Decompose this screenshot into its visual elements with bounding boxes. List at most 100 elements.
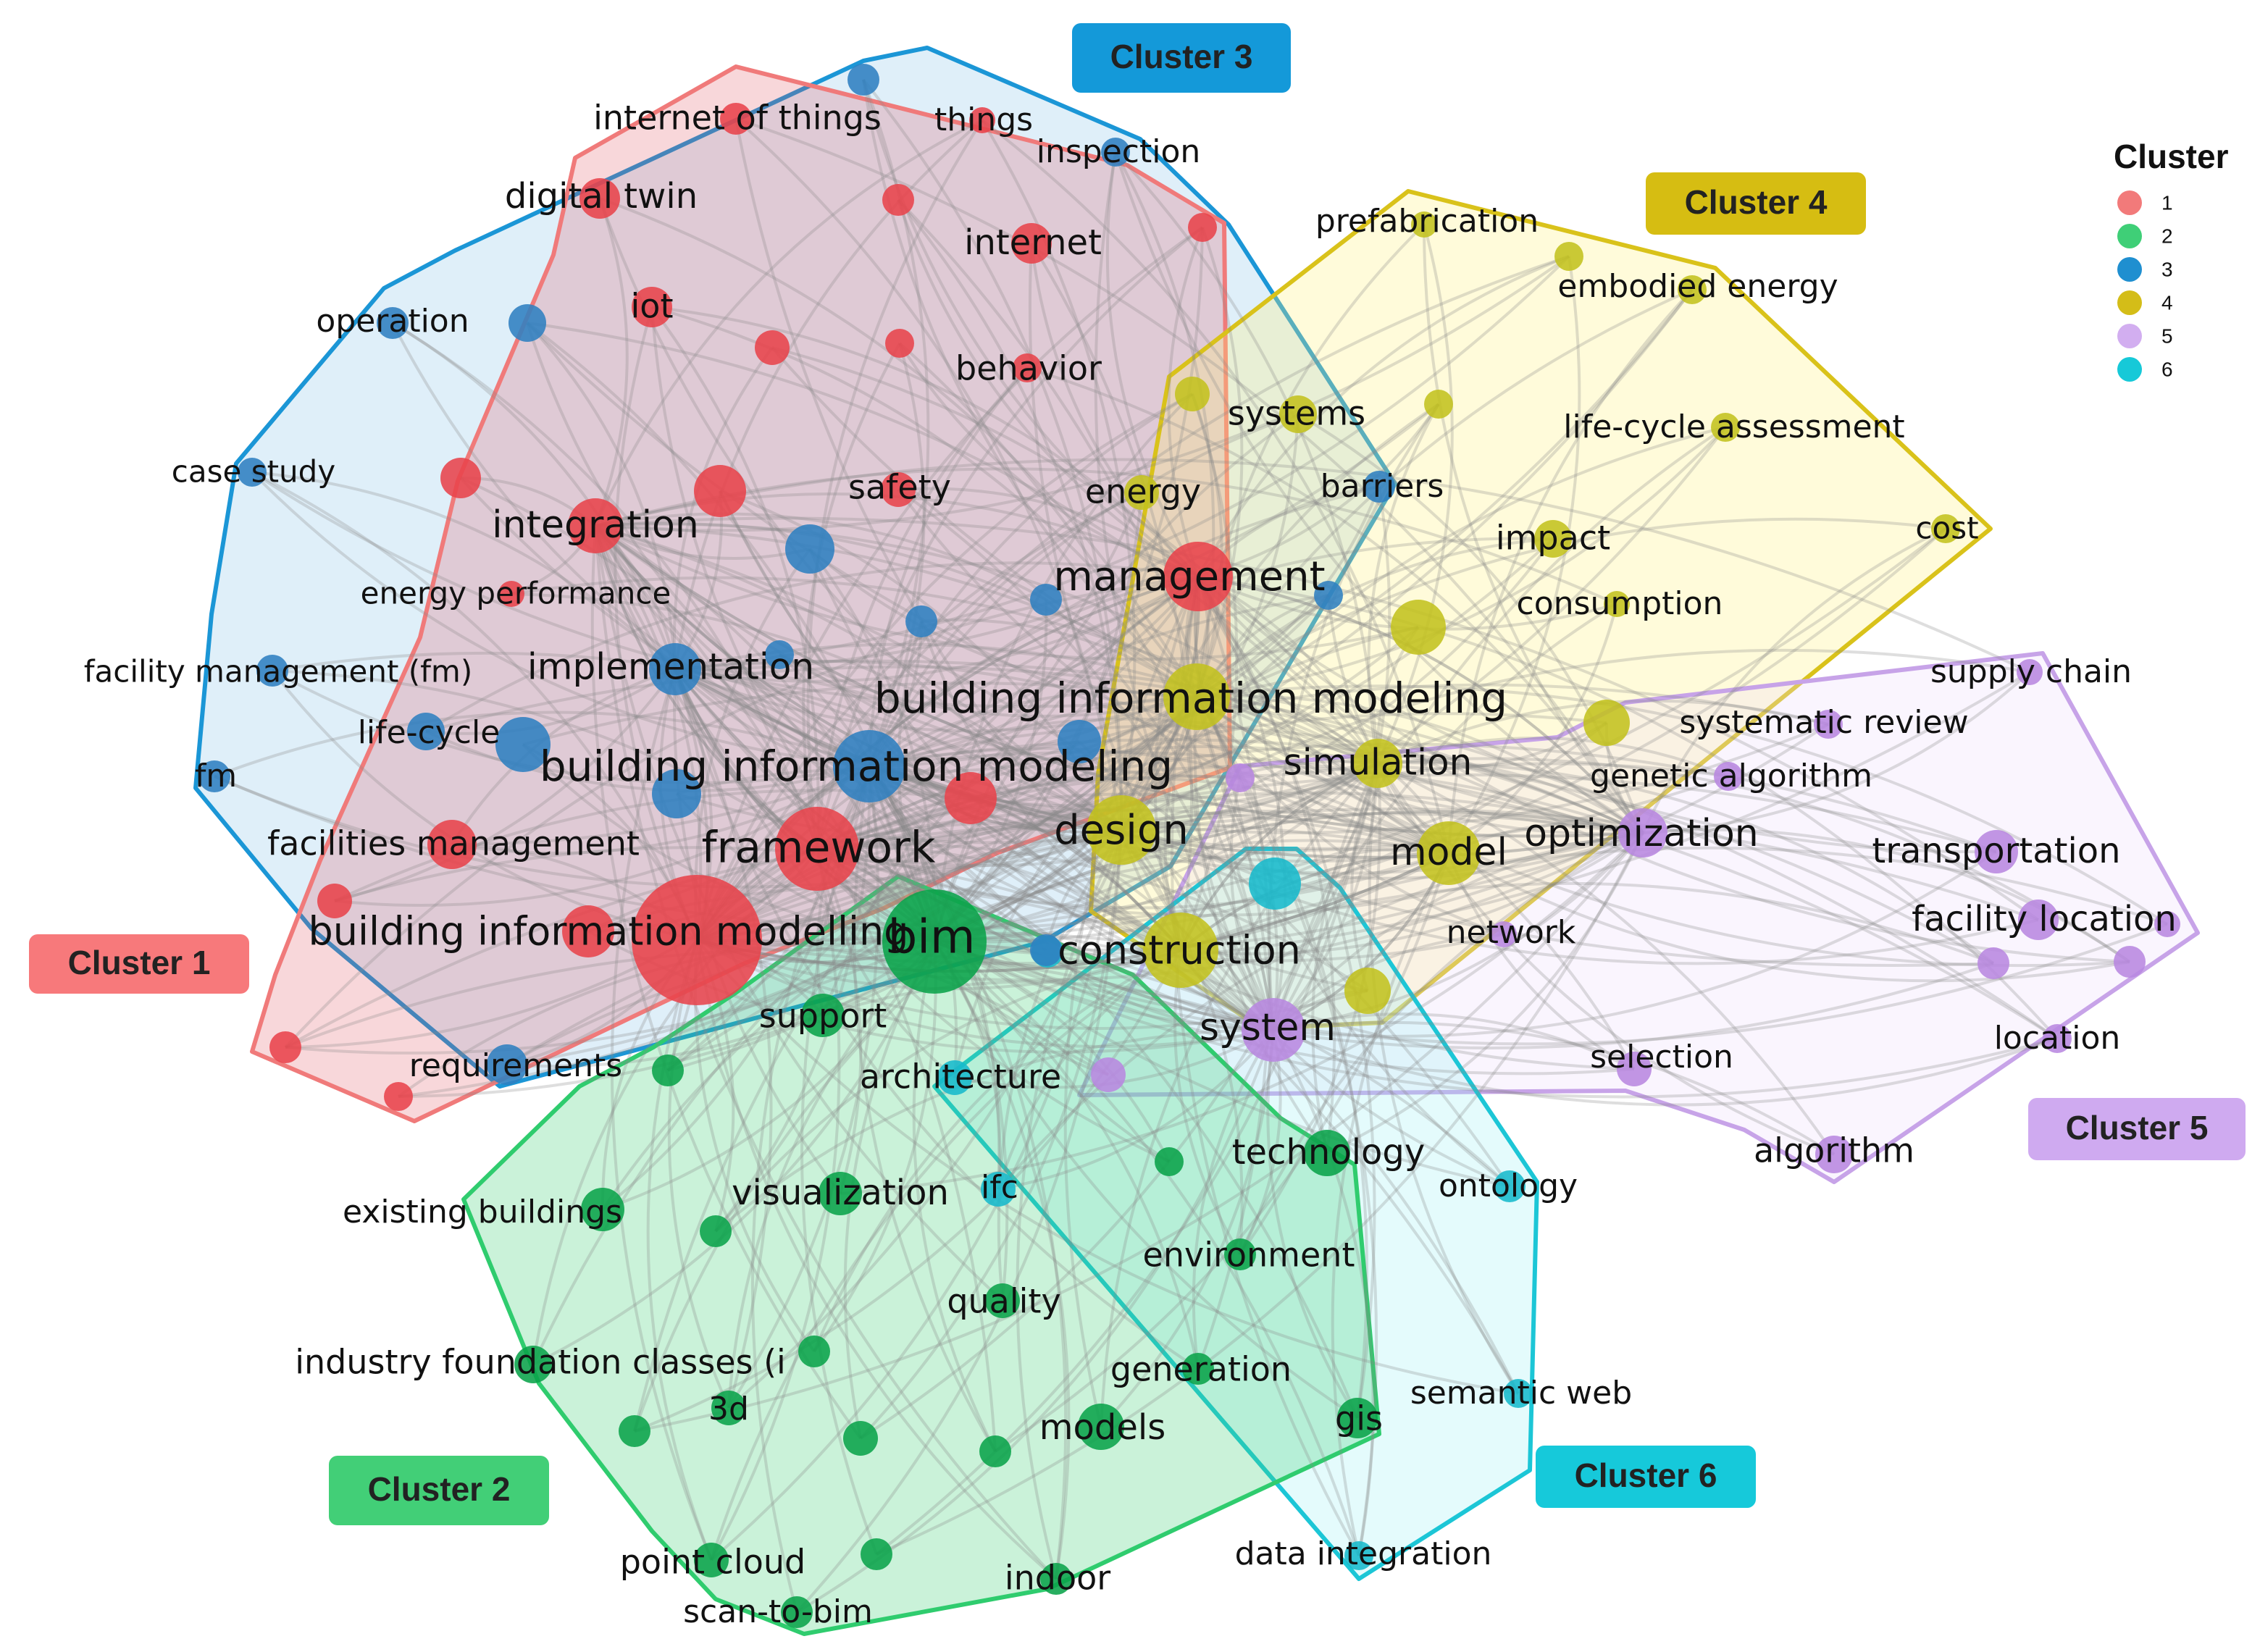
node-generation-cluster-2[interactable] bbox=[1182, 1353, 1214, 1385]
node-cost-cluster-4[interactable] bbox=[1931, 514, 1960, 543]
node-requirements-cluster-3[interactable] bbox=[487, 1044, 527, 1085]
node-unlabeled-cluster-5[interactable] bbox=[1091, 1057, 1126, 1092]
node-unlabeled-cluster-1[interactable] bbox=[562, 905, 614, 957]
node-energy-cluster-4[interactable] bbox=[1124, 475, 1159, 510]
node-internet-of-things-cluster-1[interactable] bbox=[720, 103, 752, 135]
node-safety-cluster-1[interactable] bbox=[881, 472, 916, 507]
node-facility-management-fm-cluster-3[interactable] bbox=[256, 655, 288, 687]
node-impact-cluster-4[interactable] bbox=[1534, 520, 1572, 558]
node-algorithm-cluster-5[interactable] bbox=[1815, 1136, 1853, 1173]
node-simulation-cluster-4[interactable] bbox=[1353, 739, 1402, 788]
node-facility-location-cluster-5[interactable] bbox=[2018, 900, 2059, 940]
node-unlabeled-cluster-1[interactable] bbox=[317, 884, 352, 918]
node-unlabeled-cluster-1[interactable] bbox=[1188, 213, 1217, 242]
node-unlabeled-cluster-4[interactable] bbox=[1391, 600, 1446, 655]
node-optimization-cluster-5[interactable] bbox=[1618, 808, 1667, 858]
node-supply-chain-cluster-5[interactable] bbox=[2017, 659, 2043, 685]
node-unlabeled-cluster-4[interactable] bbox=[1424, 390, 1453, 419]
node-unlabeled-cluster-2[interactable] bbox=[861, 1538, 892, 1570]
node-scan-to-bim-cluster-2[interactable] bbox=[781, 1596, 813, 1628]
node-ifc-cluster-6[interactable] bbox=[981, 1172, 1016, 1207]
node-unlabeled-cluster-5[interactable] bbox=[2114, 946, 2146, 978]
node-indoor-cluster-2[interactable] bbox=[1040, 1563, 1072, 1595]
node-unlabeled-cluster-1[interactable] bbox=[384, 1082, 413, 1111]
node-design-cluster-4[interactable] bbox=[1087, 795, 1156, 865]
node-things-cluster-1[interactable] bbox=[969, 107, 995, 133]
node-building-information-modeling-cluster-3[interactable] bbox=[833, 730, 905, 802]
node-life-cycle-cluster-3[interactable] bbox=[407, 713, 445, 750]
node-management-cluster-1[interactable] bbox=[1163, 542, 1233, 611]
node-framework-cluster-1[interactable] bbox=[775, 807, 859, 891]
node-implementation-cluster-3[interactable] bbox=[649, 643, 701, 695]
node-unlabeled-cluster-3[interactable] bbox=[1030, 934, 1062, 966]
node-unlabeled-cluster-1[interactable] bbox=[882, 184, 914, 216]
node-internet-cluster-1[interactable] bbox=[1011, 223, 1052, 264]
node-data-integration-cluster-6[interactable] bbox=[1344, 1541, 1373, 1570]
node-support-cluster-2[interactable] bbox=[801, 994, 845, 1037]
node-embodied-energy-cluster-4[interactable] bbox=[1678, 275, 1707, 304]
node-network-cluster-5[interactable] bbox=[1491, 921, 1517, 947]
node-model-cluster-4[interactable] bbox=[1417, 821, 1481, 885]
node-unlabeled-cluster-4[interactable] bbox=[1583, 700, 1630, 746]
node-3d-cluster-2[interactable] bbox=[711, 1391, 746, 1425]
node-ontology-cluster-6[interactable] bbox=[1494, 1170, 1526, 1202]
node-fm-cluster-3[interactable] bbox=[198, 760, 230, 792]
node-unlabeled-cluster-3[interactable] bbox=[765, 640, 794, 669]
node-technology-cluster-2[interactable] bbox=[1304, 1130, 1350, 1176]
node-bim-cluster-2[interactable] bbox=[882, 889, 987, 994]
node-environment-cluster-2[interactable] bbox=[1224, 1238, 1256, 1270]
node-unlabeled-cluster-1[interactable] bbox=[885, 329, 914, 358]
node-unlabeled-cluster-2[interactable] bbox=[700, 1215, 732, 1247]
node-unlabeled-cluster-6[interactable] bbox=[1249, 858, 1301, 910]
node-transportation-cluster-5[interactable] bbox=[1975, 830, 2018, 873]
node-unlabeled-cluster-2[interactable] bbox=[619, 1415, 650, 1447]
node-facilities-management-cluster-1[interactable] bbox=[427, 820, 477, 869]
node-unlabeled-cluster-5[interactable] bbox=[1978, 947, 2009, 979]
node-unlabeled-cluster-3[interactable] bbox=[785, 524, 834, 574]
node-unlabeled-cluster-4[interactable] bbox=[1175, 377, 1210, 411]
node-unlabeled-cluster-4[interactable] bbox=[1344, 968, 1391, 1014]
node-unlabeled-cluster-2[interactable] bbox=[652, 1054, 684, 1086]
node-building-information-modelling-cluster-1[interactable] bbox=[632, 875, 762, 1005]
node-consumption-cluster-4[interactable] bbox=[1604, 591, 1630, 617]
node-prefabrication-cluster-4[interactable] bbox=[1411, 211, 1437, 238]
node-building-information-modeling-cluster-4[interactable] bbox=[1163, 663, 1230, 730]
node-integration-cluster-1[interactable] bbox=[568, 498, 623, 553]
node-unlabeled-cluster-1[interactable] bbox=[945, 772, 997, 824]
node-behavior-cluster-1[interactable] bbox=[1013, 353, 1042, 382]
node-unlabeled-cluster-3[interactable] bbox=[1030, 584, 1062, 616]
node-systematic-review-cluster-5[interactable] bbox=[1814, 710, 1843, 739]
node-selection-cluster-5[interactable] bbox=[1617, 1052, 1652, 1086]
node-unlabeled-cluster-3[interactable] bbox=[905, 605, 937, 637]
node-systems-cluster-4[interactable] bbox=[1279, 395, 1317, 433]
node-quality-cluster-2[interactable] bbox=[985, 1283, 1020, 1318]
node-unlabeled-cluster-5[interactable] bbox=[2154, 911, 2180, 937]
node-construction-cluster-4[interactable] bbox=[1143, 913, 1218, 988]
node-life-cycle-assessment-cluster-4[interactable] bbox=[1711, 413, 1740, 442]
node-models-cluster-2[interactable] bbox=[1078, 1404, 1124, 1450]
node-case-study-cluster-3[interactable] bbox=[238, 458, 267, 487]
node-location-cluster-5[interactable] bbox=[2043, 1024, 2072, 1053]
node-digital-twin-cluster-1[interactable] bbox=[579, 178, 620, 219]
node-unlabeled-cluster-1[interactable] bbox=[694, 465, 746, 517]
node-unlabeled-cluster-1[interactable] bbox=[440, 458, 481, 498]
node-visualization-cluster-2[interactable] bbox=[819, 1172, 862, 1215]
node-energy-performance-cluster-1[interactable] bbox=[498, 581, 524, 607]
node-unlabeled-cluster-3[interactable] bbox=[508, 304, 546, 342]
node-unlabeled-cluster-3[interactable] bbox=[848, 64, 879, 96]
node-operation-cluster-3[interactable] bbox=[377, 307, 409, 339]
node-unlabeled-cluster-1[interactable] bbox=[755, 330, 790, 365]
node-industry-foundation-classes-i-cluster-2[interactable] bbox=[514, 1346, 552, 1383]
node-genetic-algorithm-cluster-5[interactable] bbox=[1714, 762, 1743, 791]
node-unlabeled-cluster-3[interactable] bbox=[1314, 581, 1343, 610]
node-iot-cluster-1[interactable] bbox=[632, 287, 672, 327]
node-architecture-cluster-6[interactable] bbox=[937, 1060, 972, 1095]
node-unlabeled-cluster-2[interactable] bbox=[798, 1336, 830, 1367]
node-barriers-cluster-3[interactable] bbox=[1363, 471, 1395, 503]
node-semantic-web-cluster-6[interactable] bbox=[1504, 1379, 1533, 1408]
node-unlabeled-cluster-2[interactable] bbox=[843, 1421, 878, 1456]
node-unlabeled-cluster-3[interactable] bbox=[1058, 720, 1101, 763]
node-unlabeled-cluster-2[interactable] bbox=[1155, 1147, 1184, 1176]
node-unlabeled-cluster-3[interactable] bbox=[495, 717, 551, 772]
node-unlabeled-cluster-3[interactable] bbox=[652, 769, 701, 818]
